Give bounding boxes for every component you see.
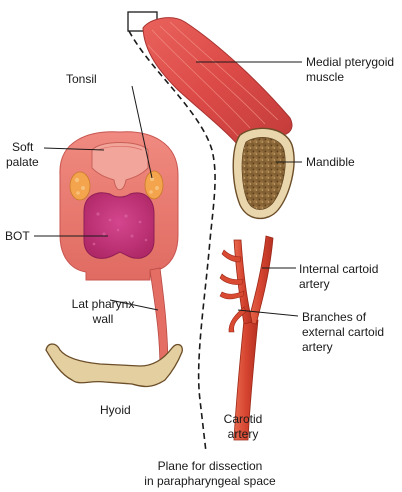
label-plane-line1: Plane for dissection bbox=[157, 459, 263, 473]
carotid-artery bbox=[219, 235, 274, 441]
label-medial-pterygoid-line1: Medial pterygoid bbox=[306, 55, 395, 69]
leader-lines bbox=[34, 61, 302, 317]
label-branches-line3: artery bbox=[302, 340, 333, 354]
hyoid-bone bbox=[45, 343, 183, 388]
label-internal-carotid-line2: artery bbox=[299, 277, 330, 291]
label-soft-palate-line2: palate bbox=[6, 155, 39, 169]
label-plane-line2: in parapharyngeal space bbox=[144, 474, 276, 488]
mandible-bone bbox=[232, 127, 295, 220]
left-tonsil bbox=[69, 171, 91, 201]
right-tonsil bbox=[144, 170, 164, 200]
label-mandible: Mandible bbox=[306, 155, 355, 169]
label-carotid-line2: artery bbox=[227, 427, 259, 441]
label-bot: BOT bbox=[5, 229, 30, 243]
label-internal-carotid-line1: Internal cartoid bbox=[299, 262, 379, 276]
dissection-plane-line bbox=[128, 30, 216, 453]
label-carotid-line1: Carotid bbox=[223, 412, 263, 426]
pharynx bbox=[59, 131, 179, 371]
medial-pterygoid-muscle bbox=[142, 17, 293, 146]
base-of-tongue bbox=[83, 192, 155, 259]
label-lat-pharynx-line2: wall bbox=[92, 312, 114, 326]
label-hyoid: Hyoid bbox=[100, 403, 131, 417]
label-tonsil: Tonsil bbox=[66, 72, 97, 86]
label-branches-line1: Branches of bbox=[302, 310, 367, 324]
label-soft-palate-line1: Soft bbox=[12, 140, 34, 154]
label-medial-pterygoid-line2: muscle bbox=[306, 70, 345, 84]
label-branches-line2: external cartoid bbox=[302, 325, 385, 339]
label-lat-pharynx-line1: Lat pharynx bbox=[71, 297, 135, 311]
